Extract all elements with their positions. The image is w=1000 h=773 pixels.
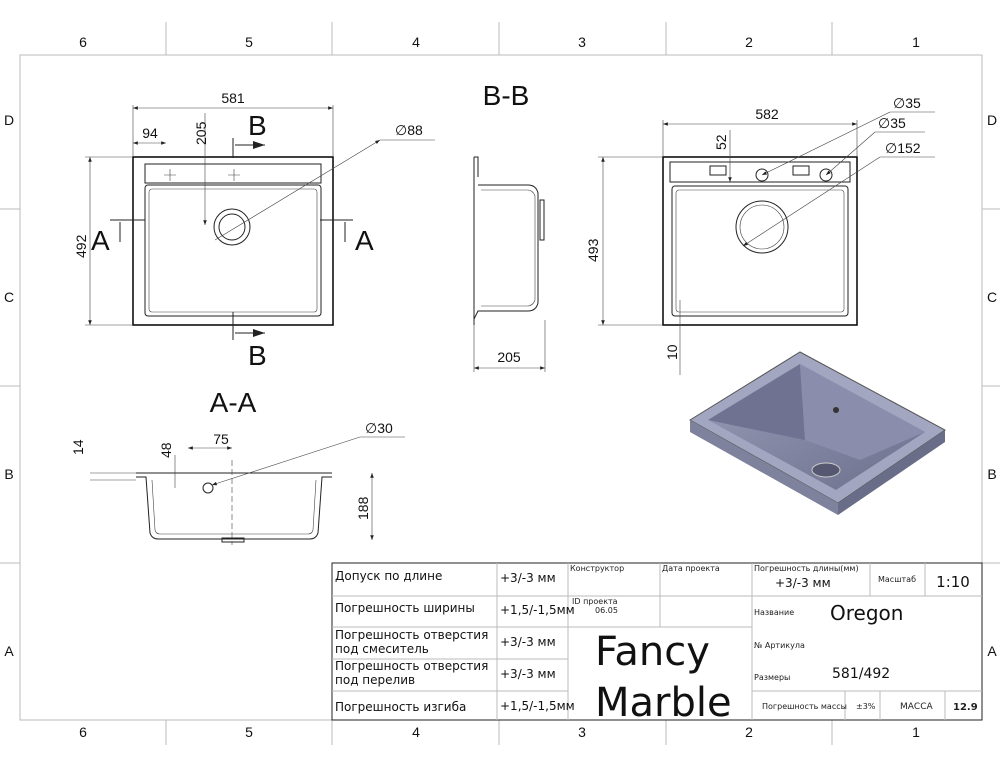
tol-width-label: Погрешность ширины (335, 601, 475, 615)
dim-overflow-x: 75 (213, 431, 229, 447)
sink-3d-render (689, 351, 946, 515)
article-label: № Артикула (754, 641, 805, 650)
section-b-top-label: B (248, 110, 267, 141)
zone-col-6-bottom: 6 (79, 724, 87, 740)
dim-right-height: 493 (585, 238, 601, 262)
title-block: Допуск по длине +3/-3 мм Погрешность шир… (331, 562, 983, 726)
zone-row-d-right: D (987, 112, 997, 128)
zone-row-b: B (4, 466, 13, 482)
size-label: Размеры (754, 673, 790, 682)
tol-overflow-label-1: Погрешность отверстия (335, 659, 488, 673)
section-bb-title: B-B (483, 80, 530, 111)
tol-width-value: +1,5/-1,5мм (500, 603, 575, 617)
scale-label: Масштаб (878, 575, 916, 584)
dim-width: 581 (221, 90, 245, 106)
tol-faucet-label-1: Погрешность отверстия (335, 628, 488, 642)
dim-right-offset: 52 (713, 134, 729, 150)
top-right-view: 582 52 493 10 ∅35 ∅35 ∅152 (585, 95, 935, 375)
dim-drain-large: ∅152 (885, 140, 921, 156)
project-id: 06.05 (595, 606, 618, 615)
dim-offset-y: 205 (193, 121, 209, 145)
zone-col-2: 2 (745, 34, 753, 50)
tol-overflow-value: +3/-3 мм (500, 667, 556, 681)
mass-label: МАССА (900, 702, 933, 712)
tol-bend-value: +1,5/-1,5мм (500, 699, 575, 713)
dim-aa-depth: 188 (355, 496, 371, 520)
tol-length-value: +3/-3 мм (500, 571, 556, 585)
zone-row-d: D (4, 112, 14, 128)
drain-hole-large (735, 200, 789, 254)
dim-overflow: ∅30 (365, 420, 393, 436)
name-label: Название (754, 608, 794, 617)
tol-faucet-value: +3/-3 мм (500, 635, 556, 649)
zone-row-c: C (4, 289, 14, 305)
section-a-left-label: A (91, 225, 110, 256)
dim-right-width: 582 (755, 106, 779, 122)
tol-bend-label: Погрешность изгиба (335, 700, 466, 714)
top-view: 581 94 205 492 ∅88 B B A A (73, 90, 435, 371)
mass-tol-value: ±3% (856, 702, 876, 711)
section-a-right-label: A (355, 225, 374, 256)
section-b-bottom-label: B (248, 340, 267, 371)
zone-col-5: 5 (245, 34, 253, 50)
section-bb-view: B-B 205 (473, 80, 546, 372)
section-aa-title: A-A (210, 387, 257, 418)
brand-fancy: Fancy (595, 629, 710, 675)
zone-row-b-right: B (987, 466, 996, 482)
zone-col-6: 6 (79, 34, 87, 50)
dim-height: 492 (73, 234, 89, 258)
dim-right-edge: 10 (664, 344, 680, 360)
zone-row-c-right: C (987, 289, 997, 305)
tol-faucet-label-2: под смеситель (335, 642, 429, 656)
tol-overflow-label-2: под перелив (335, 673, 415, 687)
mass-tol-label: Погрешность массы (762, 702, 847, 711)
zone-col-4-bottom: 4 (412, 724, 420, 740)
overflow-opening (202, 482, 214, 494)
faucet-hole (755, 168, 769, 182)
mass-value: 12.9 (953, 702, 978, 713)
zone-col-4: 4 (412, 34, 420, 50)
designer-label: Конструктор (570, 564, 624, 573)
dim-drain: ∅88 (395, 122, 423, 138)
date-label: Дата проекта (662, 564, 720, 573)
dim-hole2: ∅35 (878, 115, 906, 131)
dim-bb-depth: 205 (497, 349, 521, 365)
length-tol-label: Погрешность длины(мм) (754, 564, 859, 573)
length-tol-value: +3/-3 мм (775, 576, 831, 590)
size-value: 581/492 (832, 666, 890, 682)
brand-marble: Marble (595, 680, 732, 726)
product-name: Oregon (830, 601, 903, 625)
zone-row-a-right: A (987, 643, 997, 659)
dim-overflow-offset: 48 (158, 442, 174, 458)
zone-row-a: A (4, 643, 14, 659)
zone-col-1-bottom: 1 (912, 724, 920, 740)
zone-col-5-bottom: 5 (245, 724, 253, 740)
dim-rim: 14 (70, 439, 86, 455)
overflow-hole (819, 168, 833, 182)
dim-offset-x: 94 (142, 125, 158, 141)
scale-value: 1:10 (936, 573, 970, 591)
project-id-label: ID проекта (572, 597, 618, 606)
dim-hole1: ∅35 (893, 95, 921, 111)
zone-col-3: 3 (578, 34, 586, 50)
drain-hole (213, 208, 251, 246)
zone-col-2-bottom: 2 (745, 724, 753, 740)
section-aa-view: A-A 14 48 75 ∅30 188 (70, 387, 405, 545)
tol-length-label: Допуск по длине (335, 569, 442, 583)
zone-col-3-bottom: 3 (578, 724, 586, 740)
zone-col-1: 1 (912, 34, 920, 50)
